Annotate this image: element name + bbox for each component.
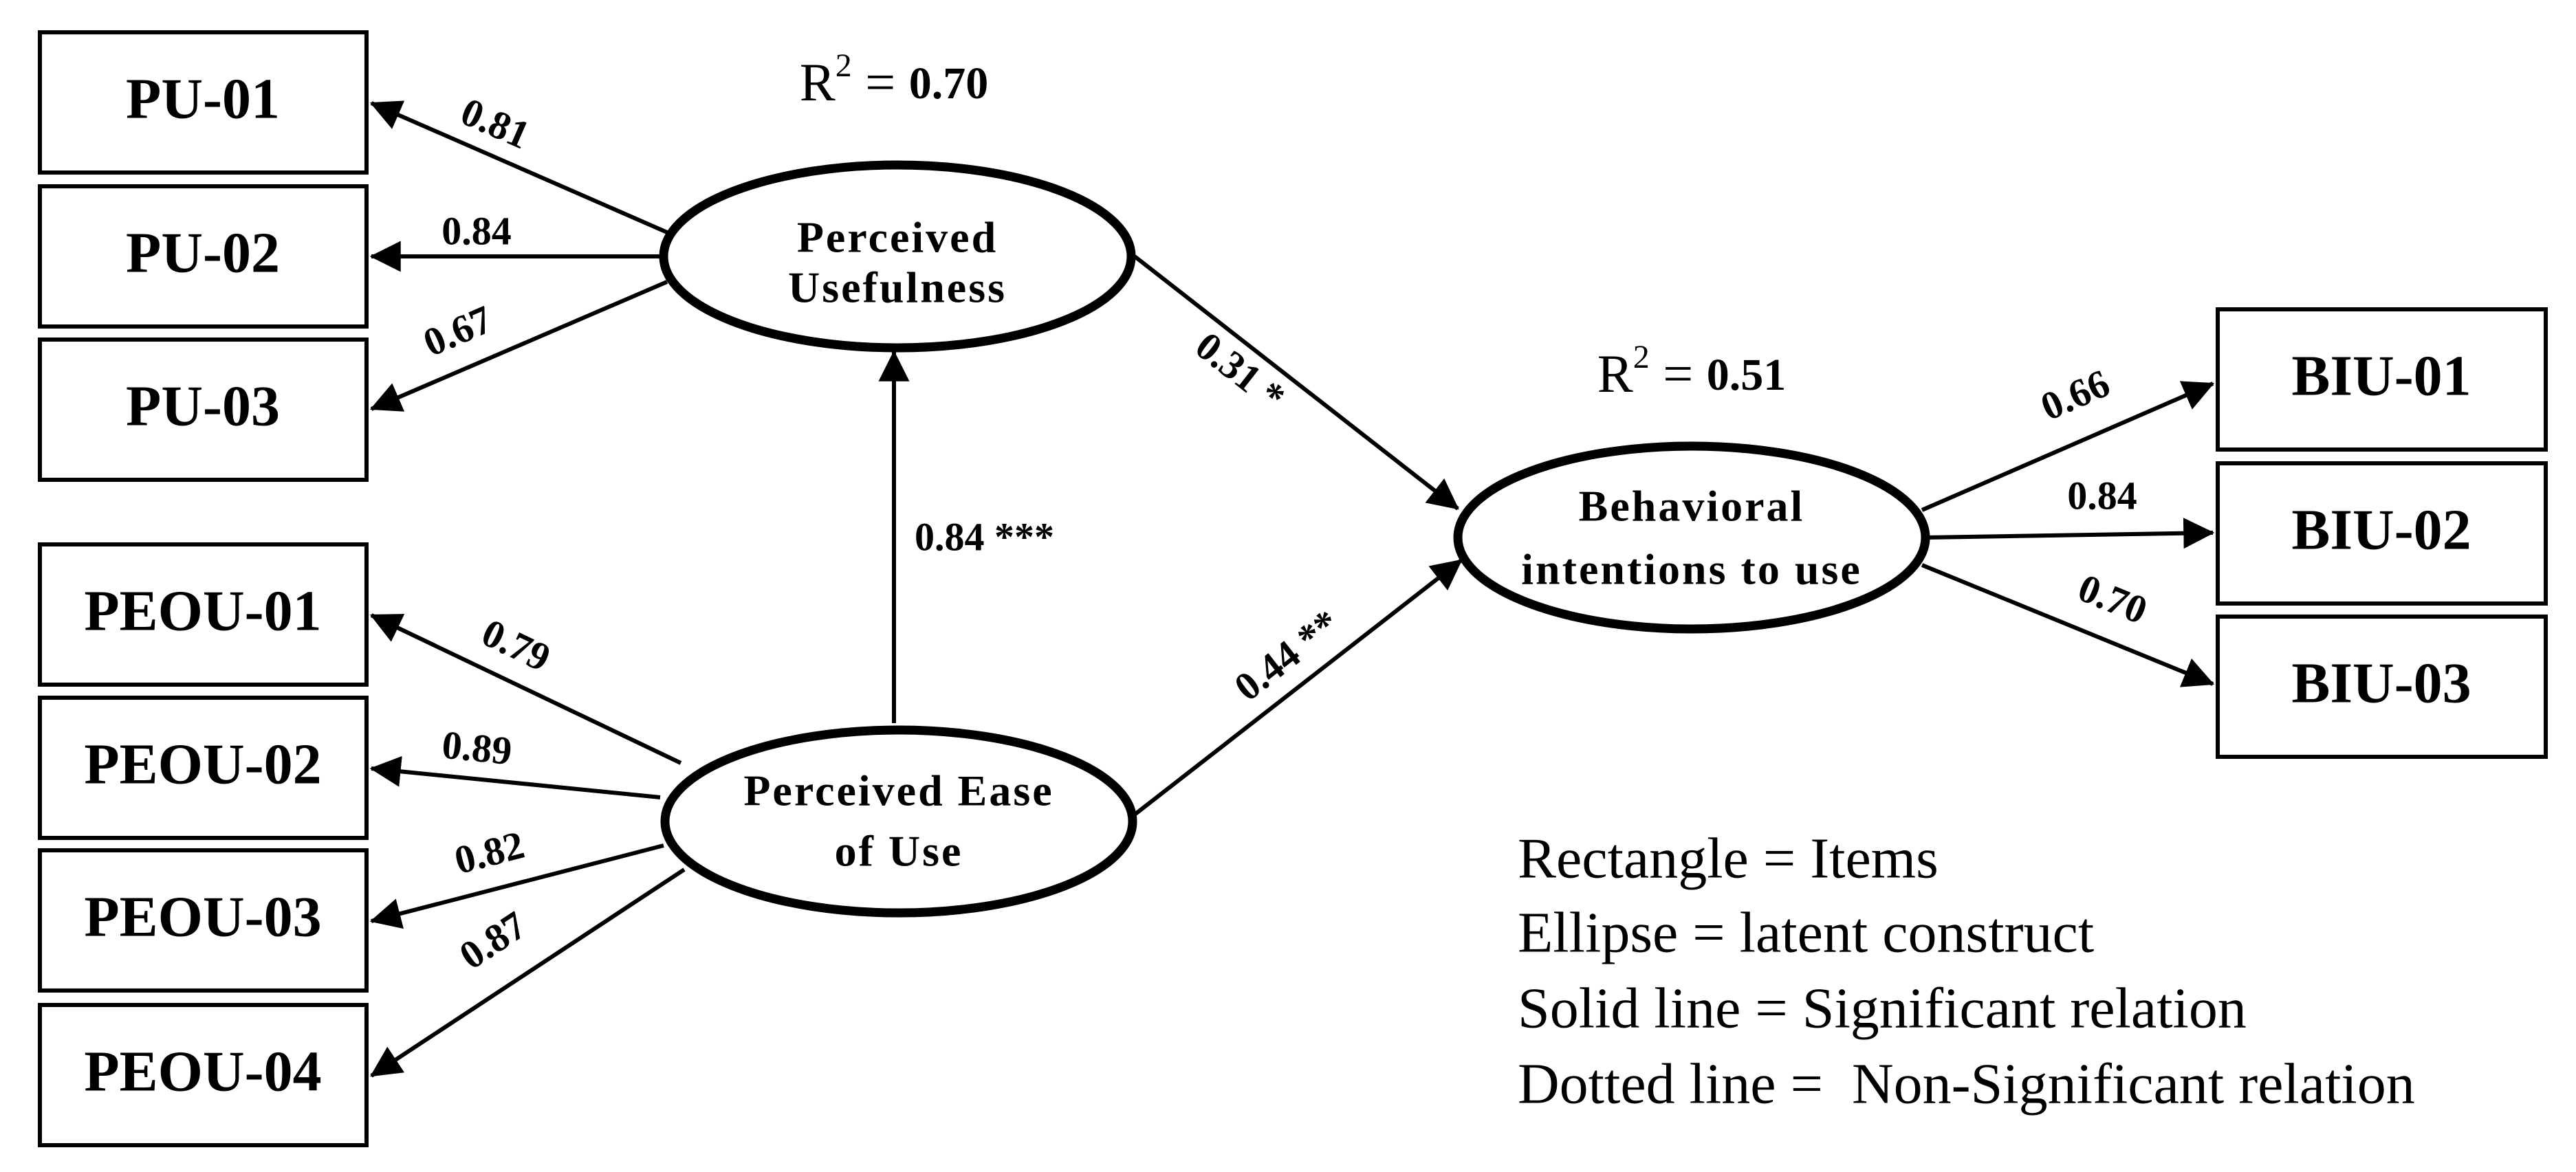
legend: Rectangle = Items Ellipse = latent const… bbox=[1518, 826, 2415, 1116]
loading-label-peou-03: 0.82 bbox=[450, 822, 529, 883]
loading-arrow-biu-01 bbox=[1921, 381, 2215, 512]
construct-label-line1: Perceived Ease bbox=[743, 766, 1054, 815]
item-label: BIU-02 bbox=[2291, 498, 2471, 562]
path-label-peou-to-biu: 0.44 ** bbox=[1226, 601, 1348, 709]
item-box-pu-01: PU-01 bbox=[38, 30, 369, 175]
item-box-biu-01: BIU-01 bbox=[2216, 307, 2548, 452]
loading-label-biu-02: 0.84 bbox=[2067, 473, 2137, 518]
legend-line-dotted: Dotted line = Non-Significant relation bbox=[1518, 1052, 2415, 1116]
construct-behavioral-intentions: Behavioral intentions to use bbox=[1453, 441, 1930, 634]
loading-arrow-peou-01 bbox=[369, 613, 682, 765]
construct-label-line2: intentions to use bbox=[1521, 545, 1862, 594]
r-squared-value: 0.51 bbox=[1707, 350, 1787, 400]
item-label: BIU-01 bbox=[2291, 344, 2471, 408]
peou-items: PEOU-01 PEOU-02 PEOU-03 PEOU-04 bbox=[38, 542, 369, 1147]
item-label: PEOU-03 bbox=[84, 885, 321, 949]
item-label: PEOU-04 bbox=[84, 1039, 321, 1103]
path-arrow-peou-to-biu bbox=[1133, 558, 1463, 817]
construct-perceived-usefulness: Perceived Usefulness bbox=[659, 160, 1136, 353]
construct-label-line1: Behavioral bbox=[1579, 482, 1805, 531]
measurement-paths bbox=[369, 100, 2215, 1078]
loading-arrow-peou-03 bbox=[369, 843, 664, 929]
r-squared-symbol: R bbox=[1597, 344, 1633, 403]
loading-arrow-pu-01 bbox=[369, 100, 668, 234]
structural-paths bbox=[878, 254, 1463, 817]
item-box-peou-01: PEOU-01 bbox=[38, 542, 369, 687]
r-squared-superscript: 2 bbox=[1633, 339, 1650, 375]
item-label: BIU-03 bbox=[2291, 651, 2471, 715]
item-box-biu-03: BIU-03 bbox=[2216, 615, 2548, 759]
loading-label-biu-03: 0.70 bbox=[2072, 565, 2154, 633]
loading-label-peou-02: 0.89 bbox=[440, 722, 514, 773]
r-squared-superscript: 2 bbox=[836, 47, 852, 84]
legend-line-solid: Solid line = Significant relation bbox=[1518, 976, 2247, 1040]
r-squared-biu: R2 = 0.51 bbox=[1597, 339, 1787, 403]
item-box-peou-04: PEOU-04 bbox=[38, 1003, 369, 1147]
loading-label-pu-03: 0.67 bbox=[417, 296, 499, 365]
r-squared-equals: = bbox=[1650, 344, 1707, 403]
item-label: PEOU-02 bbox=[84, 732, 321, 796]
item-label: PU-03 bbox=[126, 374, 280, 438]
loading-label-pu-01: 0.81 bbox=[455, 89, 536, 157]
path-labels: 0.84 *** 0.31 * 0.44 ** bbox=[915, 323, 1348, 709]
item-box-biu-02: BIU-02 bbox=[2216, 461, 2548, 606]
loading-label-pu-02: 0.84 bbox=[441, 208, 512, 253]
item-box-peou-02: PEOU-02 bbox=[38, 696, 369, 840]
pu-items: PU-01 PU-02 PU-03 bbox=[38, 30, 369, 482]
legend-line-rectangle: Rectangle = Items bbox=[1518, 826, 1939, 890]
loading-arrow-biu-02 bbox=[1925, 518, 2215, 549]
biu-items: BIU-01 BIU-02 BIU-03 bbox=[2216, 307, 2548, 759]
loading-arrow-peou-02 bbox=[369, 755, 661, 799]
legend-line-ellipse: Ellipse = latent construct bbox=[1518, 900, 2094, 964]
loading-arrow-pu-03 bbox=[369, 280, 668, 412]
r-squared-symbol: R bbox=[800, 52, 836, 112]
construct-label-line1: Perceived bbox=[797, 213, 998, 262]
loading-label-peou-04: 0.87 bbox=[451, 903, 534, 978]
construct-label-line2: of Use bbox=[835, 827, 963, 876]
loading-arrow-peou-04 bbox=[370, 867, 686, 1078]
loading-arrow-biu-03 bbox=[1921, 563, 2215, 687]
construct-label-line2: Usefulness bbox=[788, 263, 1007, 312]
r-squared-equals: = bbox=[852, 52, 909, 112]
r-squared-value: 0.70 bbox=[909, 58, 989, 109]
construct-perceived-ease-of-use: Perceived Ease of Use bbox=[660, 725, 1137, 918]
item-label: PEOU-01 bbox=[84, 579, 321, 643]
loading-label-biu-01: 0.66 bbox=[2034, 360, 2116, 429]
path-label-peou-to-pu: 0.84 *** bbox=[915, 514, 1054, 559]
item-box-peou-03: PEOU-03 bbox=[38, 848, 369, 993]
path-arrow-pu-to-biu bbox=[1133, 254, 1459, 511]
item-label: PU-02 bbox=[126, 221, 280, 285]
item-box-pu-02: PU-02 bbox=[38, 184, 369, 329]
item-label: PU-01 bbox=[126, 67, 280, 131]
item-box-pu-03: PU-03 bbox=[38, 338, 369, 482]
r-squared-pu: R2 = 0.70 bbox=[800, 47, 989, 112]
